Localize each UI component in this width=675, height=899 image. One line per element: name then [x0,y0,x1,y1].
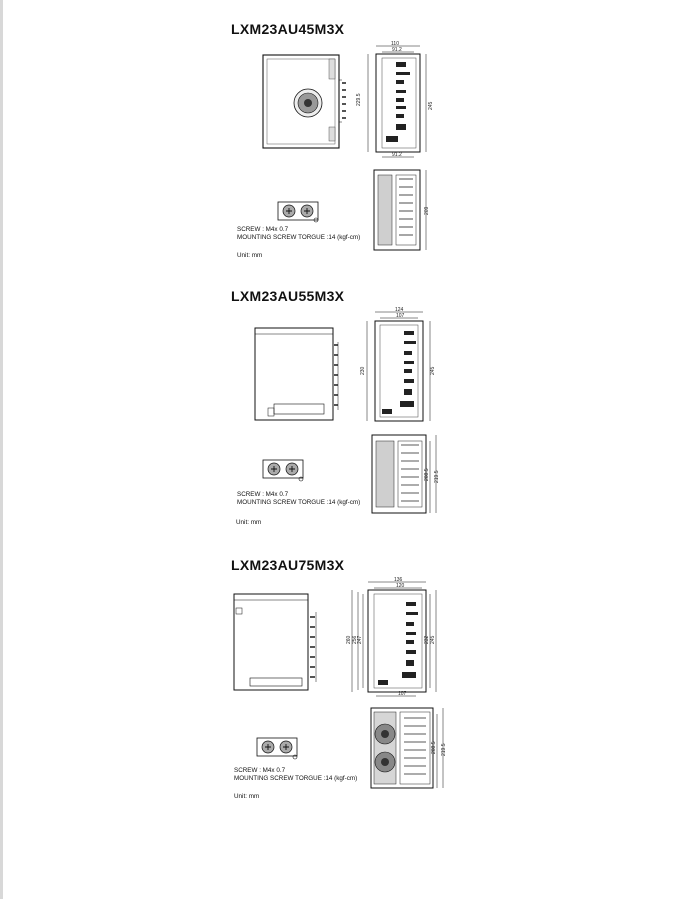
page-left-edge [0,0,3,899]
front-view-drawing-2 [254,327,339,421]
unit-label-2: Unit: mm [236,519,262,526]
dim-width-bottom-3: 107 [398,691,407,697]
torque-spec-1: MOUNTING SCREW TORGUE :14 (kgf-cm) [237,234,361,241]
dim-height-d-3: 232 [424,635,430,644]
side-view-drawing-2: 124 107 230 245 [360,307,436,422]
dim-width-inner-3: 120 [396,583,405,589]
front-view-drawing-3 [233,593,317,691]
dim-height-b-3: 256 [352,635,358,644]
depth-view-drawing-3: 208.5 219.5 [370,707,447,789]
dim-width-inner-1: 91.2 [392,47,402,53]
front-view-drawing-1 [262,54,346,149]
screw-spec-3: SCREW : M4x 0.7 [234,767,286,774]
dim-height-right-2: 245 [430,366,436,375]
dim-width-top-3: 136 [394,577,403,583]
dim-height-e-3: 245 [430,635,436,644]
dim-depth-1: 209 [424,206,430,215]
dim-height-left-1: 229.5 [356,93,362,106]
dim-width-top-2: 124 [395,307,404,313]
depth-view-drawing-1: 209 [373,169,430,251]
unit-label-1: Unit: mm [237,252,263,259]
depth-view-drawing-2: 208.5 219.5 [371,434,440,514]
dim-depth-inner-2: 208.5 [424,468,430,481]
model-title-2: LXM23AU55M3X [231,288,345,304]
model-title-1: LXM23AU45M3X [231,21,345,37]
side-view-drawing-1: 110 91.2 229.5 245 91.2 [356,41,434,158]
dim-height-c-3: 247 [357,635,363,644]
model-title-3: LXM23AU75M3X [231,557,345,573]
torque-spec-3: MOUNTING SCREW TORGUE :14 (kgf-cm) [234,775,358,782]
dim-depth-2: 219.5 [434,470,440,483]
dim-depth-inner-3: 208.5 [431,741,437,754]
dim-height-left-2: 230 [360,366,366,375]
dim-height-right-1: 245 [428,101,434,110]
dim-width-top-1: 110 [391,41,399,47]
torque-spec-2: MOUNTING SCREW TORGUE :14 (kgf-cm) [237,499,361,506]
dim-depth-3: 219.5 [441,743,447,756]
dim-width-bottom-1: 91.2 [392,152,402,158]
screw-spec-1: SCREW : M4x 0.7 [237,226,289,233]
dim-height-a-3: 260 [346,635,352,644]
screw-spec-2: SCREW : M4x 0.7 [237,491,289,498]
mounting-screw-icon-2 [262,459,304,482]
side-view-drawing-3: 136 120 260 256 247 232 245 107 [346,577,437,697]
unit-label-3: Unit: mm [234,793,260,800]
dim-width-inner-2: 107 [396,313,405,319]
mounting-screw-icon-3 [256,737,298,760]
mounting-screw-icon-1 [277,201,319,223]
